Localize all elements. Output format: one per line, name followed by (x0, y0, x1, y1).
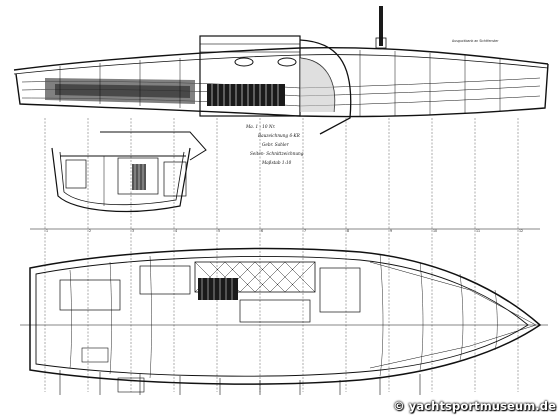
title-line-1: Ma. 1 : 10 Nr. (245, 124, 276, 129)
cross-section (51, 131, 207, 213)
plan-view (20, 247, 548, 395)
station-lines (44, 118, 519, 392)
station-label: 3 (132, 229, 134, 233)
station-label: 2 (89, 229, 91, 233)
station-label: 6 (261, 229, 263, 233)
station-numbers: 1 2 3 4 5 6 7 8 9 10 11 12 (46, 229, 523, 233)
station-label: 4 (175, 229, 177, 233)
watermark-text: © yachtsportmuseum.de (393, 399, 556, 413)
side-elevation (13, 6, 549, 135)
station-label: 8 (347, 229, 349, 233)
station-label: 12 (519, 229, 523, 233)
title-line-4: Seiten- Schnittzeichnung (250, 151, 304, 156)
station-label: 11 (476, 229, 480, 233)
title-line-3: Gebr. Sahler (262, 142, 290, 147)
station-label: 1 (46, 229, 48, 233)
top-label: Ausguckbank an Sichtfenster (452, 39, 499, 43)
station-label: 7 (304, 229, 306, 233)
station-label: 9 (390, 229, 392, 233)
title-block: Ma. 1 : 10 Nr. Bauzeichnung 6-KR Gebr. S… (245, 124, 304, 165)
station-label: 5 (218, 229, 220, 233)
title-line-5: Maßstab 1:10 (261, 160, 292, 165)
station-label: 10 (433, 229, 437, 233)
title-line-2: Bauzeichnung 6-KR (257, 133, 300, 138)
